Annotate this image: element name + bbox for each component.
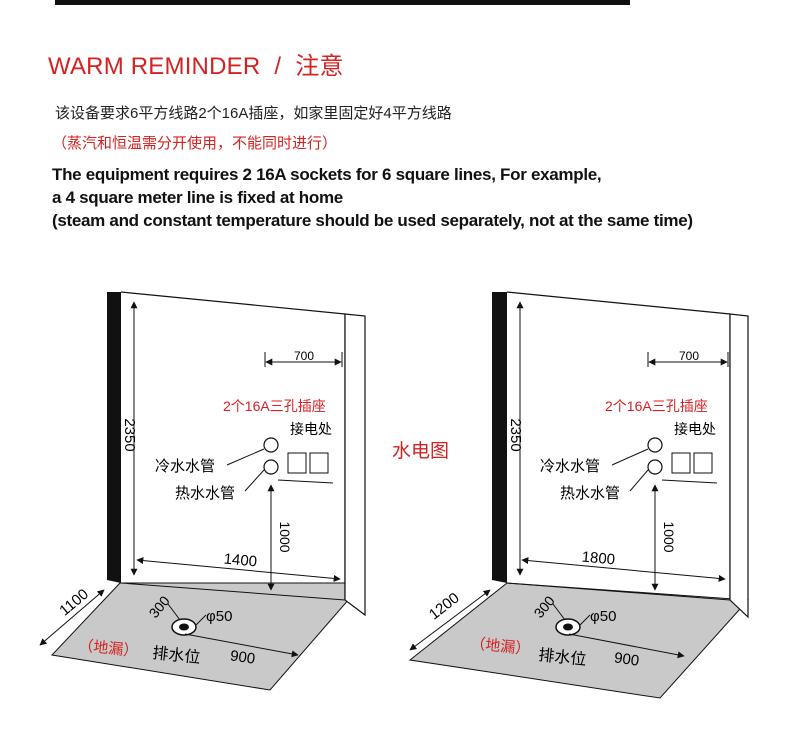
right-drain-distance-line [568, 633, 685, 659]
left-width-label: 1400 [223, 551, 258, 571]
left-back-wall [107, 292, 121, 583]
left-room-diagram: 2350 700 2个16A三孔插座 接电处 冷水水管 热水水管 1000 14… [39, 291, 366, 691]
right-cold-pipe-icon [647, 437, 663, 453]
left-cold-leader [226, 448, 265, 466]
right-back-wall [492, 292, 507, 583]
left-hot-leader [244, 469, 265, 492]
left-socket-height-label: 1000 [277, 521, 293, 552]
right-drain-label-red: （地漏） [470, 635, 531, 658]
left-drain-core [179, 623, 189, 631]
right-height-label: 2350 [507, 418, 524, 451]
right-wall-top [506, 291, 731, 315]
left-width-dimension-line [136, 557, 341, 582]
left-spacing-label: 700 [294, 349, 314, 363]
top-divider-bar [55, 0, 630, 5]
left-hot-pipe-label: 热水水管 [175, 485, 235, 502]
right-wall-floor-line [506, 582, 731, 601]
right-depth-label: 1200 [426, 589, 463, 623]
right-socket-icon-1 [671, 452, 691, 474]
left-floor [50, 582, 365, 691]
left-side-wall [344, 313, 366, 617]
right-hot-pipe-icon [647, 459, 663, 475]
right-depth-dimension-line [409, 589, 491, 651]
left-drain-label: 排水位 [152, 644, 202, 667]
right-drain-distance-label: 900 [613, 649, 640, 669]
right-socket-icon-2 [693, 452, 713, 474]
left-depth-dimension-line [39, 589, 105, 646]
right-cold-pipe-label: 冷水水管 [540, 458, 600, 475]
left-cold-pipe-icon [263, 437, 279, 453]
right-width-label: 1800 [581, 549, 616, 569]
left-depth-label: 1100 [56, 586, 92, 620]
left-wall-floor-line [120, 582, 346, 601]
left-drain-diameter-label: φ50 [206, 608, 232, 625]
right-drain-diameter-label: φ50 [590, 608, 616, 625]
note-cn-line2: （蒸汽和恒温需分开使用，不能同时进行） [52, 135, 338, 152]
left-wall-top [120, 291, 346, 315]
title-separator: / [274, 53, 282, 80]
left-socket-label: 2个16A三孔插座 [223, 398, 326, 414]
left-drain-offset-line [167, 603, 181, 621]
page-title: WARM REMINDER / 注意 [48, 46, 344, 81]
right-power-label: 接电处 [674, 421, 716, 437]
left-hot-pipe-icon [263, 459, 279, 475]
title-chinese: 注意 [295, 53, 344, 80]
right-side-wall [729, 313, 749, 619]
right-socket-label: 2个16A三孔插座 [605, 398, 708, 414]
right-hot-leader [629, 469, 649, 492]
right-drain-core [563, 623, 573, 631]
note-cn-line1: 该设备要求6平方线路2个16A插座，如家里固定好4平方线路 [55, 105, 452, 122]
note-en-line3: (steam and constant temperature should b… [52, 211, 693, 230]
note-en-line2: a 4 square meter line is fixed at home [52, 188, 343, 207]
left-socket-icon-1 [287, 452, 307, 474]
left-height-label: 2350 [121, 418, 138, 451]
right-room-diagram: 2350 700 2个16A三孔插座 接电处 冷水水管 热水水管 1000 18… [408, 291, 750, 699]
right-drain-offset-line [552, 603, 566, 621]
center-title: 水电图 [392, 440, 449, 462]
right-socket-base-line [661, 479, 718, 484]
note-en-line1: The equipment requires 2 16A sockets for… [52, 165, 602, 184]
right-spacing-label: 700 [679, 349, 699, 363]
left-power-label: 接电处 [290, 421, 332, 437]
left-socket-base-line [277, 479, 334, 484]
right-cold-leader [611, 448, 649, 466]
title-english: WARM REMINDER [48, 53, 261, 80]
left-drain-distance-line [184, 633, 299, 658]
right-drain-label: 排水位 [538, 646, 588, 669]
left-drain-label-red: （地漏） [78, 637, 139, 660]
left-drain-diameter-leader [195, 614, 207, 626]
right-socket-height-label: 1000 [661, 521, 677, 552]
left-cold-pipe-label: 冷水水管 [155, 458, 215, 475]
right-drain-diameter-leader [579, 614, 591, 626]
right-width-dimension-line [521, 557, 726, 582]
right-hot-pipe-label: 热水水管 [560, 485, 620, 502]
left-drain-distance-label: 900 [229, 647, 256, 667]
left-socket-icon-2 [309, 452, 329, 474]
right-floor [408, 582, 750, 699]
